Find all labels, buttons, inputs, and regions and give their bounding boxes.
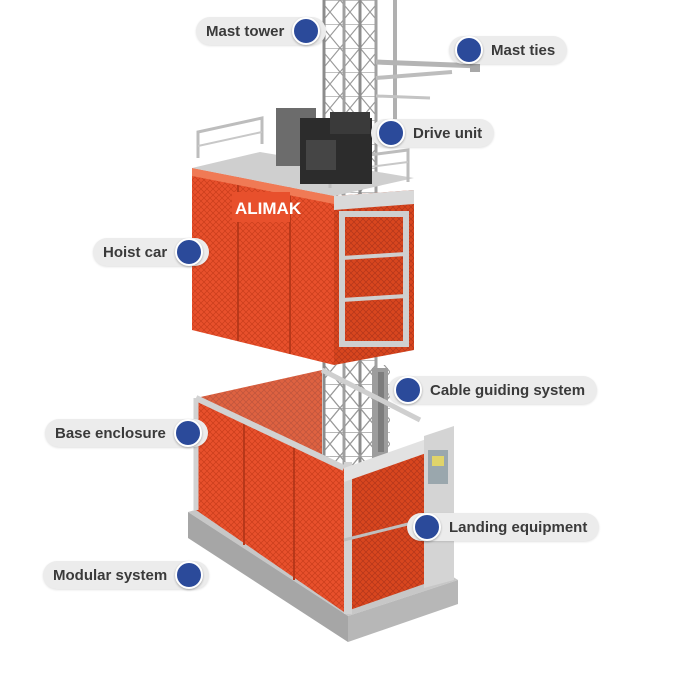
callout-label: Hoist car bbox=[103, 243, 168, 261]
callout-label: Landing equipment bbox=[449, 518, 588, 536]
callout-base-enclosure: Base enclosure bbox=[45, 419, 208, 447]
drive-unit-structure bbox=[276, 108, 372, 184]
callout-label: Mast ties bbox=[491, 41, 556, 59]
base-enclosure-structure bbox=[193, 367, 422, 612]
hoist-car-structure: ALIMAK bbox=[192, 116, 414, 365]
callout-hoist-car: Hoist car bbox=[93, 238, 210, 266]
marker-dot-icon[interactable] bbox=[377, 119, 405, 147]
landing-equipment-structure bbox=[343, 426, 454, 614]
marker-dot-icon[interactable] bbox=[394, 376, 422, 404]
callout-label: Mast tower bbox=[206, 22, 285, 40]
mast-ties-structure bbox=[375, 59, 481, 100]
callout-mast-tower: Mast tower bbox=[196, 17, 327, 45]
marker-dot-icon[interactable] bbox=[413, 513, 441, 541]
brand-logo: ALIMAK bbox=[235, 199, 302, 218]
callout-label: Base enclosure bbox=[55, 424, 166, 442]
marker-dot-icon[interactable] bbox=[173, 419, 202, 447]
callout-label: Modular system bbox=[53, 566, 168, 584]
callout-landing-equipment: Landing equipment bbox=[407, 513, 600, 541]
callout-label: Cable guiding system bbox=[430, 381, 586, 399]
marker-dot-icon[interactable] bbox=[175, 238, 204, 266]
callout-drive-unit: Drive unit bbox=[371, 119, 495, 147]
marker-dot-icon[interactable] bbox=[292, 17, 321, 45]
callout-modular-system: Modular system bbox=[43, 561, 210, 589]
callout-cable-guiding-system: Cable guiding system bbox=[388, 376, 598, 404]
callout-label: Drive unit bbox=[413, 124, 483, 142]
callout-mast-ties: Mast ties bbox=[449, 36, 568, 64]
marker-dot-icon[interactable] bbox=[455, 36, 483, 64]
marker-dot-icon[interactable] bbox=[175, 561, 204, 589]
